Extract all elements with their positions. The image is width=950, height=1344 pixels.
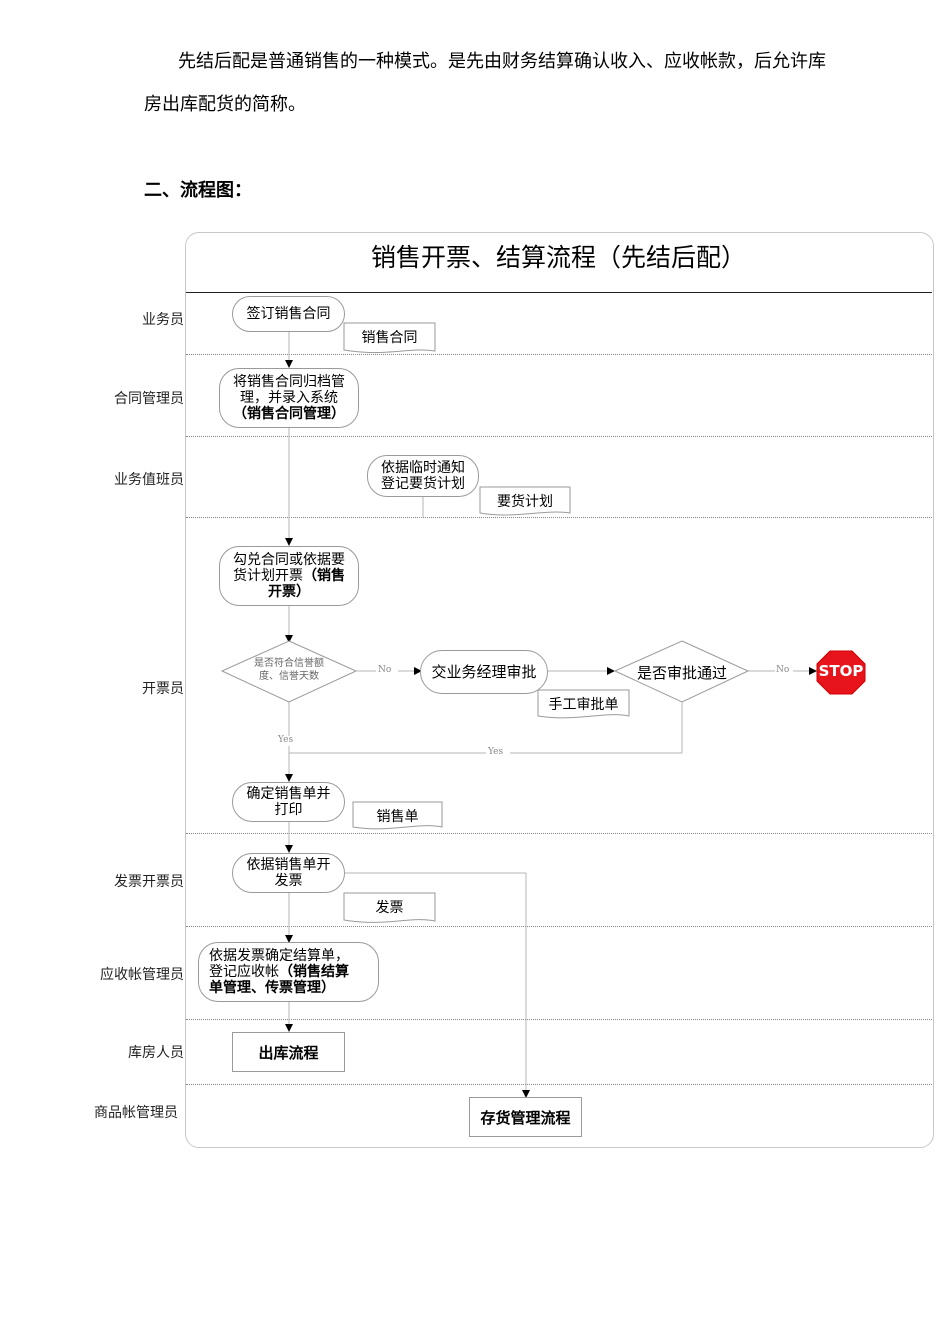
node-text: 交业务经理审批 bbox=[431, 663, 537, 681]
stop-text: STOP bbox=[818, 662, 864, 680]
node-text-bold: （销售合同管理） bbox=[233, 406, 345, 422]
edge-label-yes-approval: Yes bbox=[488, 747, 504, 757]
lane-label-invoice-issuer: 发票开票员 bbox=[114, 874, 184, 890]
doc-text: 手工审批单 bbox=[548, 697, 619, 713]
node-text-bold: 单管理、传票管理） bbox=[209, 980, 335, 996]
lane-label-receivables-admin: 应收帐管理员 bbox=[100, 967, 184, 983]
box-text: 出库流程 bbox=[258, 1043, 319, 1062]
node-text: 确定销售单并 bbox=[246, 786, 331, 802]
intro-paragraph-line1: 先结后配是普通销售的一种模式。是先由财务结算确认收入、应收帐款，后允许库 bbox=[178, 51, 826, 72]
node-text: 将销售合同归档管 bbox=[233, 374, 345, 390]
node-text: 依据发票确定结算单， bbox=[209, 948, 349, 964]
doc-text: 销售单 bbox=[376, 809, 419, 825]
node-text: 依据临时通知 bbox=[381, 460, 465, 476]
doc-sales-contract: 销售合同 bbox=[344, 323, 435, 351]
node-text-bold: （销售 bbox=[303, 568, 345, 584]
decision-text: 是否审批通过 bbox=[636, 664, 727, 682]
lane-label-goods-accountant: 商品帐管理员 bbox=[94, 1105, 178, 1121]
title-divider bbox=[186, 292, 932, 293]
doc-sales-order: 销售单 bbox=[353, 802, 442, 827]
node-register-purchase-plan[interactable]: 依据临时通知 登记要货计划 bbox=[367, 455, 479, 497]
lane-label-duty-officer: 业务值班员 bbox=[114, 472, 184, 488]
flowchart-frame bbox=[185, 232, 934, 1148]
node-confirm-print-order[interactable]: 确定销售单并 打印 bbox=[232, 782, 345, 822]
node-issue-sales-invoice[interactable]: 勾兑合同或依据要 货计划开票（销售 开票） bbox=[219, 546, 359, 606]
edge-label-yes-credit: Yes bbox=[278, 735, 294, 745]
lane-divider bbox=[186, 436, 932, 437]
node-text-bold: 开票） bbox=[268, 584, 310, 600]
lane-divider bbox=[186, 517, 932, 518]
decision-text: 是否符合信誉额 bbox=[254, 658, 324, 669]
lane-divider bbox=[186, 354, 932, 355]
lane-label-invoicer: 开票员 bbox=[142, 681, 184, 697]
node-text: 发票 bbox=[274, 873, 303, 889]
doc-invoice: 发票 bbox=[344, 893, 435, 921]
lane-label-contract-admin: 合同管理员 bbox=[114, 391, 184, 407]
lane-label-salesperson: 业务员 bbox=[142, 312, 184, 328]
node-archive-contract[interactable]: 将销售合同归档管 理，并录入系统 （销售合同管理） bbox=[219, 368, 359, 428]
node-settlement[interactable]: 依据发票确定结算单， 登记应收帐（销售结算 单管理、传票管理） bbox=[198, 942, 379, 1002]
doc-purchase-plan: 要货计划 bbox=[480, 487, 570, 513]
lane-divider bbox=[186, 833, 932, 834]
stop-sign-icon: STOP bbox=[817, 650, 865, 694]
lane-divider bbox=[186, 926, 932, 927]
lane-label-warehouse: 库房人员 bbox=[128, 1045, 184, 1061]
node-text-bold: （销售结算 bbox=[279, 964, 349, 980]
node-sign-contract[interactable]: 签订销售合同 bbox=[232, 296, 345, 332]
lane-divider bbox=[186, 1019, 932, 1020]
section-heading: 二、流程图： bbox=[144, 180, 252, 201]
box-text: 存货管理流程 bbox=[480, 1108, 571, 1127]
doc-text: 要货计划 bbox=[497, 494, 553, 510]
box-inventory-process[interactable]: 存货管理流程 bbox=[469, 1097, 582, 1137]
doc-manual-approval: 手工审批单 bbox=[538, 690, 629, 716]
node-issue-invoice[interactable]: 依据销售单开 发票 bbox=[232, 853, 345, 893]
node-text: 理，并录入系统 bbox=[240, 390, 338, 406]
decision-approved-check[interactable]: 是否审批通过 bbox=[620, 662, 744, 683]
lane-divider bbox=[186, 1084, 932, 1085]
node-text: 勾兑合同或依据要 bbox=[233, 552, 345, 568]
decision-text: 度、信誉天数 bbox=[259, 671, 319, 682]
decision-credit-check[interactable]: 是否符合信誉额 度、信誉天数 bbox=[232, 657, 346, 683]
edge-label-no-credit: No bbox=[378, 665, 392, 675]
node-text: 登记应收帐 bbox=[209, 964, 279, 980]
node-sign-contract-text: 签订销售合同 bbox=[246, 306, 331, 322]
intro-paragraph-line2: 房出库配货的简称。 bbox=[144, 94, 306, 115]
flowchart-title: 销售开票、结算流程（先结后配） bbox=[370, 243, 746, 272]
node-manager-approval[interactable]: 交业务经理审批 bbox=[420, 650, 548, 694]
box-outbound-process[interactable]: 出库流程 bbox=[232, 1032, 345, 1072]
doc-text: 发票 bbox=[375, 900, 404, 916]
doc-text: 销售合同 bbox=[361, 330, 418, 346]
node-text: 货计划开票 bbox=[233, 568, 303, 584]
edge-label-no-approval: No bbox=[776, 665, 790, 675]
node-text: 依据销售单开 bbox=[246, 857, 331, 873]
node-text: 打印 bbox=[274, 802, 303, 818]
node-text: 登记要货计划 bbox=[381, 476, 465, 492]
